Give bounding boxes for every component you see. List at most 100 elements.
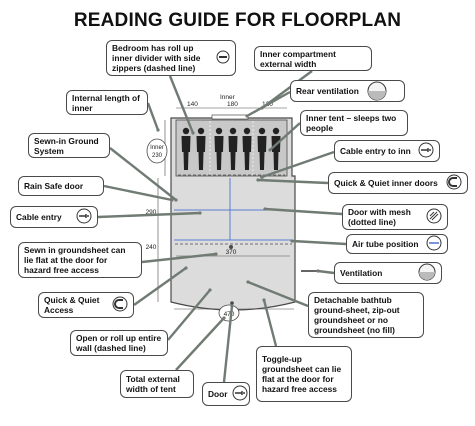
leader-tip-internal-length <box>156 128 160 132</box>
callout-internal-length: Internal length of inner <box>66 90 148 115</box>
leader-total-external <box>175 317 225 371</box>
leader-door <box>222 305 234 383</box>
dim-total-length-rear: 240 <box>146 244 157 251</box>
callout-inner-compartment-width-text: Inner compartment external width <box>260 48 336 69</box>
callout-sewn-in-ground-text: Sewn-in Ground System <box>34 135 99 156</box>
leader-tip-quick-quiet-access <box>184 266 188 270</box>
dim-total-length-front: 290 <box>146 209 157 216</box>
callout-leaders <box>97 70 347 383</box>
leader-quick-quiet-access <box>133 267 187 306</box>
callout-rear-ventilation-text: Rear ventilation <box>296 86 359 96</box>
leader-door-mesh <box>264 207 343 216</box>
air-tube-icon <box>426 235 442 253</box>
leader-toggle-up <box>262 299 278 347</box>
callout-air-tube-text: Air tube position <box>352 239 419 249</box>
person-figure <box>257 127 267 170</box>
inner-length-bubble <box>146 138 168 164</box>
leader-tip-door <box>230 304 234 308</box>
sleeping-figures <box>181 127 281 170</box>
leader-tip-cable-entry-inn <box>260 175 264 179</box>
vent-icon <box>418 263 436 283</box>
leader-tip-detachable-bathtub <box>246 280 250 284</box>
callout-door: Door <box>202 382 250 406</box>
callout-sewn-groundsheet: Sewn in groundsheet can lie flat at the … <box>18 242 142 278</box>
cable-icon <box>76 208 92 226</box>
callout-internal-length-text: Internal length of inner <box>72 92 140 113</box>
leader-rain-safe-door <box>103 184 173 202</box>
callout-quick-quiet-inner-text: Quick & Quiet inner doors <box>334 178 438 188</box>
dim-inner-length-1: Inner <box>150 145 164 151</box>
leader-open-roll <box>167 289 211 341</box>
leader-detachable-bathtub <box>247 280 309 308</box>
callout-open-roll: Open or roll up entire wall (dashed line… <box>70 330 168 356</box>
callout-open-roll-text: Open or roll up entire wall (dashed line… <box>76 333 162 353</box>
person-figure <box>242 127 252 170</box>
callout-rain-safe-door: Rain Safe door <box>18 176 104 196</box>
leader-tip-ventilation <box>316 269 320 273</box>
leader-ventilation <box>317 269 335 275</box>
callout-total-external: Total external width of tent <box>120 370 194 398</box>
dim-inner-label: Inner <box>220 94 236 101</box>
leader-cable-entry-inn <box>261 150 335 179</box>
mesh-door-icon <box>426 208 442 226</box>
dim-total-width: 470 <box>224 311 235 318</box>
leader-tip-air-tube <box>290 239 294 243</box>
leader-sewn-in-ground <box>109 147 177 201</box>
leader-tip-sewn-groundsheet <box>214 252 218 256</box>
magnet-icon <box>446 174 462 192</box>
dim-inner-width-1: 140 <box>187 101 198 108</box>
callout-detachable-bathtub-text: Detachable bathtub ground-sheet, zip-out… <box>314 295 400 335</box>
zipper-icon <box>216 50 230 66</box>
callout-inner-tent-text: Inner tent – sleeps two people <box>306 113 397 133</box>
cable-entry-marker <box>229 245 233 249</box>
callout-cable-entry-inn-text: Cable entry to inn <box>340 146 411 156</box>
callout-bedroom-divider: Bedroom has roll up inner divider with s… <box>106 40 236 76</box>
leader-tip-rear-ventilation <box>245 114 249 118</box>
leader-bedroom-divider <box>168 75 195 134</box>
leader-air-tube <box>291 239 347 246</box>
callout-ventilation: Ventilation <box>334 262 442 284</box>
person-figure <box>196 127 206 170</box>
leader-sewn-groundsheet <box>141 252 217 264</box>
dim-air-tube-width: 370 <box>226 249 237 256</box>
callout-quick-quiet-inner: Quick & Quiet inner doors <box>328 172 468 194</box>
leader-internal-length <box>146 102 160 131</box>
door-icon <box>232 385 248 403</box>
callout-door-mesh-text: Door with mesh (dotted line) <box>348 207 411 227</box>
callout-sewn-groundsheet-text: Sewn in groundsheet can lie flat at the … <box>24 245 126 275</box>
callout-total-external-text: Total external width of tent <box>126 374 180 394</box>
callout-sewn-in-ground: Sewn-in Ground System <box>28 133 110 158</box>
callout-cable-entry-inn: Cable entry to inn <box>334 140 440 162</box>
leader-cable-entry <box>97 211 201 219</box>
leader-tip-quick-quiet-inner <box>256 178 260 182</box>
callout-toggle-up-text: Toggle-up groundsheet can lie flat at th… <box>262 354 342 394</box>
callout-air-tube: Air tube position <box>346 234 448 254</box>
vent-icon <box>367 81 387 101</box>
callout-bedroom-divider-text: Bedroom has roll up inner divider with s… <box>112 43 201 73</box>
callout-door-text: Door <box>208 389 228 399</box>
leader-rear-ventilation <box>246 90 291 118</box>
callout-inner-tent: Inner tent – sleeps two people <box>300 110 408 136</box>
leader-quick-quiet-inner <box>257 178 329 185</box>
rear-vent-marker <box>211 114 249 120</box>
callout-ventilation-text: Ventilation <box>340 268 383 278</box>
callout-door-mesh: Door with mesh (dotted line) <box>342 204 448 230</box>
callout-rain-safe-door-text: Rain Safe door <box>24 181 84 191</box>
page-title: READING GUIDE FOR FLOORPLAN <box>73 10 402 31</box>
callout-detachable-bathtub: Detachable bathtub ground-sheet, zip-out… <box>308 292 424 338</box>
leader-inner-tent <box>269 122 301 151</box>
leader-tip-toggle-up <box>262 298 266 302</box>
leader-tip-rain-safe-door <box>170 198 174 202</box>
person-figure <box>228 127 238 170</box>
person-figure <box>271 127 281 170</box>
leader-tip-sewn-in-ground <box>174 198 178 202</box>
leader-tip-door-mesh <box>263 207 267 211</box>
cable-icon <box>418 142 434 160</box>
person-figure <box>181 127 191 170</box>
leader-tip-total-external <box>222 316 226 320</box>
magnet-icon <box>112 296 128 314</box>
leader-tip-inner-tent <box>268 148 272 152</box>
callout-cable-entry: Cable entry <box>10 206 98 228</box>
